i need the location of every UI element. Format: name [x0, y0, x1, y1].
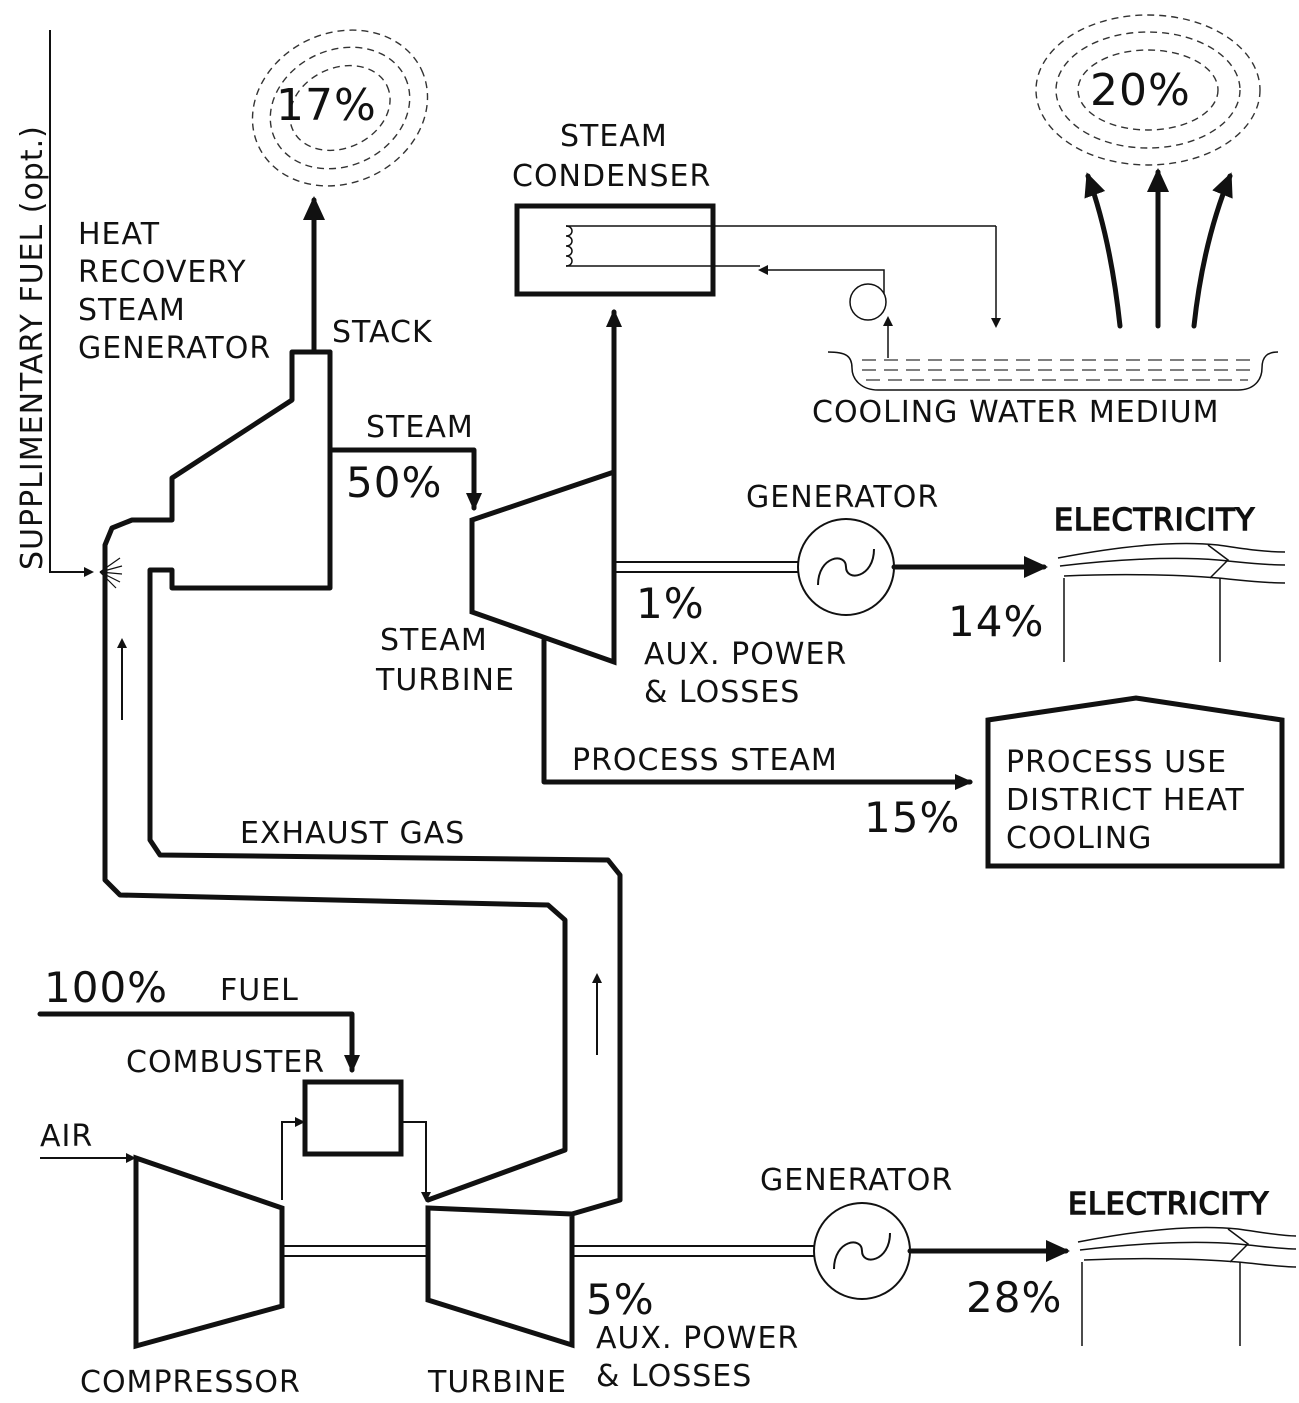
- aux-bottom-label-1: AUX. POWER: [596, 1321, 799, 1356]
- sine-wave-icon: [833, 1232, 891, 1270]
- hrsg-label-4: GENERATOR: [78, 331, 271, 366]
- steam-condenser-label-2: CONDENSER: [512, 159, 711, 194]
- electricity-bottom-label: ELECTRICITY: [1068, 1187, 1269, 1222]
- aux-top-label-1: AUX. POWER: [644, 637, 847, 672]
- aux-top-label-2: & LOSSES: [644, 675, 800, 710]
- turbine: [425, 1205, 575, 1349]
- steam-turbine-label-2: TURBINE: [375, 663, 515, 698]
- stack-label: STACK: [332, 315, 433, 350]
- hrsg-label-3: STEAM: [78, 293, 186, 328]
- generator-top-label: GENERATOR: [746, 480, 939, 515]
- hrsg-label-2: RECOVERY: [78, 255, 247, 290]
- process-use-label-2: DISTRICT HEAT: [1006, 783, 1245, 818]
- compressor-label: COMPRESSOR: [80, 1365, 301, 1400]
- condenser-loss-percent: 20%: [1090, 65, 1191, 116]
- turbine-label: TURBINE: [427, 1365, 567, 1400]
- steam-turbine: [469, 468, 617, 666]
- steam-condenser: STEAM CONDENSER: [512, 119, 1001, 328]
- air-label: AIR: [40, 1119, 93, 1154]
- process-steam-percent: 15%: [864, 793, 960, 842]
- heat-recovery-steam-generator: HEAT RECOVERY STEAM GENERATOR STACK EXHA…: [78, 196, 623, 1348]
- steam-condenser-label-1: STEAM: [560, 119, 668, 154]
- compressor: [133, 1154, 285, 1350]
- circle-pump-icon: [849, 283, 893, 358]
- generator-bottom: GENERATOR 28%: [760, 1163, 1070, 1322]
- process-steam-label: PROCESS STEAM: [572, 743, 838, 778]
- hrsg-label-1: HEAT: [78, 217, 160, 252]
- electricity-top-percent: 14%: [948, 597, 1044, 646]
- aux-bottom-percent: 5%: [586, 1275, 655, 1324]
- steam-percent: 50%: [346, 458, 442, 507]
- electricity-bottom-percent: 28%: [966, 1273, 1062, 1322]
- generator-top: GENERATOR 14%: [746, 480, 1048, 646]
- fuel-label: FUEL: [220, 973, 299, 1008]
- supplementary-fuel-label: SUPPLIMENTARY FUEL (opt.): [15, 125, 50, 570]
- generator-bottom-label: GENERATOR: [760, 1163, 953, 1198]
- cooling-water-label: COOLING WATER MEDIUM: [812, 395, 1219, 430]
- steam-turbine-label-1: STEAM: [380, 623, 488, 658]
- process-use-label-3: COOLING: [1006, 821, 1152, 856]
- exhaust-gas-label: EXHAUST GAS: [240, 816, 465, 851]
- power-line-icon: ELECTRICITY: [1053, 502, 1286, 662]
- condenser-loss-cloud: 20%: [1035, 14, 1261, 166]
- electricity-top-label: ELECTRICITY: [1054, 503, 1255, 538]
- fuel-percent: 100%: [44, 963, 168, 1012]
- stack-loss-percent: 17%: [276, 80, 377, 131]
- stack-loss-cloud: 17%: [251, 29, 429, 187]
- cooling-water-basin: COOLING WATER MEDIUM: [812, 168, 1279, 430]
- combuster: [302, 1079, 404, 1157]
- steam-turbine-group: STEAM 50% STEAM TURBINE PROCESS STEAM 15…: [327, 309, 973, 842]
- power-line-icon: ELECTRICITY: [1067, 1186, 1297, 1346]
- process-use-label-1: PROCESS USE: [1006, 745, 1227, 780]
- fuel-combuster-group: 100% FUEL COMBUSTER: [37, 963, 431, 1202]
- combuster-label: COMBUSTER: [126, 1045, 325, 1080]
- aux-top-percent: 1%: [636, 579, 705, 628]
- steam-label: STEAM: [366, 410, 474, 445]
- sine-wave-icon: [817, 548, 875, 586]
- process-use-building: PROCESS USE DISTRICT HEAT COOLING: [985, 695, 1285, 869]
- gas-turbine-group: AIR COMPRESSOR TURBINE 5% AUX. POWER & L…: [40, 1119, 816, 1400]
- aux-bottom-label-2: & LOSSES: [596, 1359, 752, 1394]
